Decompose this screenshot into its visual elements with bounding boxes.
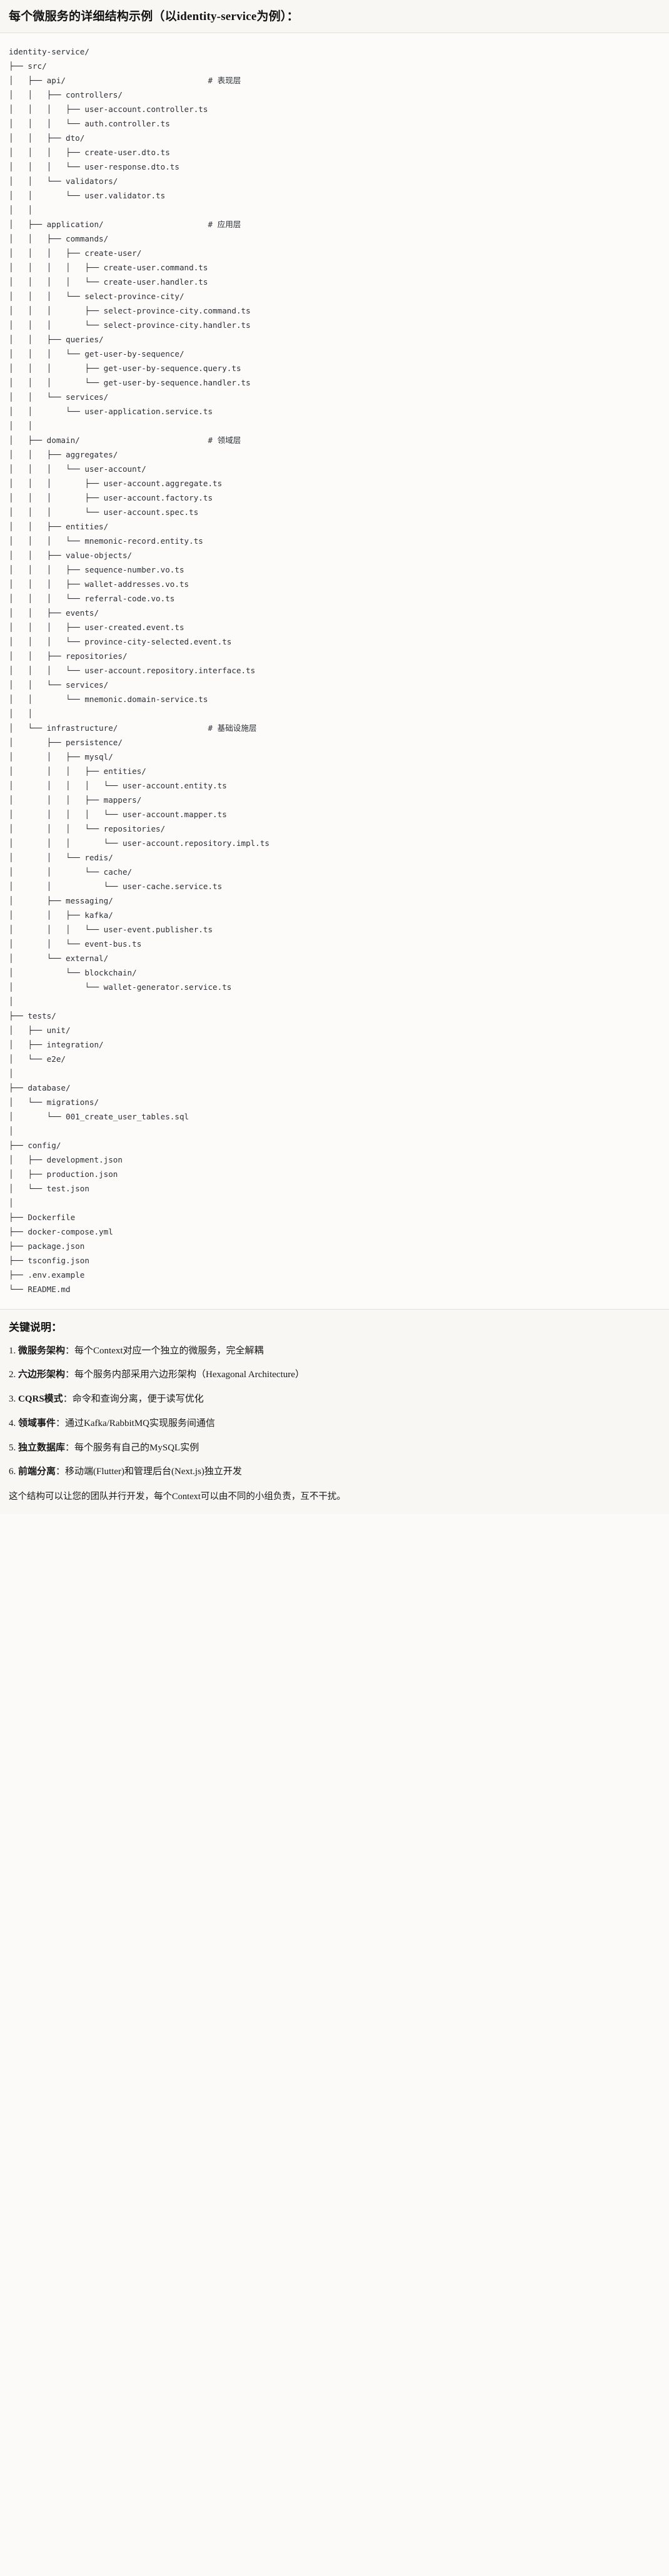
note-number: 2.: [9, 1370, 16, 1380]
note-body: 每个服务内部采用六边形架构（Hexagonal Architecture）: [74, 1370, 304, 1380]
note-separator: ：: [65, 1345, 75, 1356]
note-number: 1.: [9, 1345, 16, 1356]
note-lead: CQRS模式: [18, 1394, 63, 1405]
directory-tree-block: identity-service/ ├── src/ │ ├── api/ # …: [0, 33, 669, 1310]
note-body: 命令和查询分离，便于读写优化: [72, 1394, 204, 1405]
list-item: 2. 六边形架构：每个服务内部采用六边形架构（Hexagonal Archite…: [9, 1368, 660, 1382]
closing-paragraph: 这个结构可以让您的团队并行开发，每个Context可以由不同的小组负责，互不干扰…: [9, 1492, 346, 1502]
note-separator: ：: [63, 1394, 73, 1405]
note-body: 通过Kafka/RabbitMQ实现服务间通信: [65, 1418, 216, 1428]
note-number: 4.: [9, 1418, 16, 1428]
title-block: 每个微服务的详细结构示例（以identity-service为例）：: [0, 0, 669, 33]
note-separator: ：: [65, 1370, 75, 1380]
note-body: 移动端(Flutter)和管理后台(Next.js)独立开发: [65, 1467, 242, 1477]
note-lead: 独立数据库: [18, 1442, 66, 1453]
page-title: 每个微服务的详细结构示例（以identity-service为例）：: [9, 10, 299, 23]
note-body: 每个服务有自己的MySQL实例: [74, 1442, 199, 1453]
document-page: 每个微服务的详细结构示例（以identity-service为例）： ident…: [0, 0, 669, 1514]
note-separator: ：: [56, 1467, 66, 1477]
note-body: 每个Context对应一个独立的微服务，完全解耦: [74, 1345, 264, 1356]
note-lead: 微服务架构: [18, 1345, 66, 1356]
list-item: 4. 领域事件：通过Kafka/RabbitMQ实现服务间通信: [9, 1417, 660, 1431]
key-notes-list: 1. 微服务架构：每个Context对应一个独立的微服务，完全解耦 2. 六边形…: [9, 1345, 660, 1480]
note-number: 3.: [9, 1394, 16, 1405]
note-separator: ：: [56, 1418, 66, 1428]
list-item: 5. 独立数据库：每个服务有自己的MySQL实例: [9, 1442, 660, 1455]
note-lead: 领域事件: [18, 1418, 56, 1428]
list-item: 3. CQRS模式：命令和查询分离，便于读写优化: [9, 1393, 660, 1407]
list-item: 1. 微服务架构：每个Context对应一个独立的微服务，完全解耦: [9, 1345, 660, 1358]
note-number: 6.: [9, 1467, 16, 1477]
note-number: 5.: [9, 1442, 16, 1453]
key-notes-heading: 关键说明：: [9, 1321, 62, 1333]
list-item: 6. 前端分离：移动端(Flutter)和管理后台(Next.js)独立开发: [9, 1465, 660, 1479]
directory-tree: identity-service/ ├── src/ │ ├── api/ # …: [9, 46, 270, 1294]
note-lead: 六边形架构: [18, 1370, 66, 1380]
note-lead: 前端分离: [18, 1467, 56, 1477]
note-separator: ：: [65, 1442, 75, 1453]
key-notes-block: 关键说明： 1. 微服务架构：每个Context对应一个独立的微服务，完全解耦 …: [0, 1309, 669, 1514]
